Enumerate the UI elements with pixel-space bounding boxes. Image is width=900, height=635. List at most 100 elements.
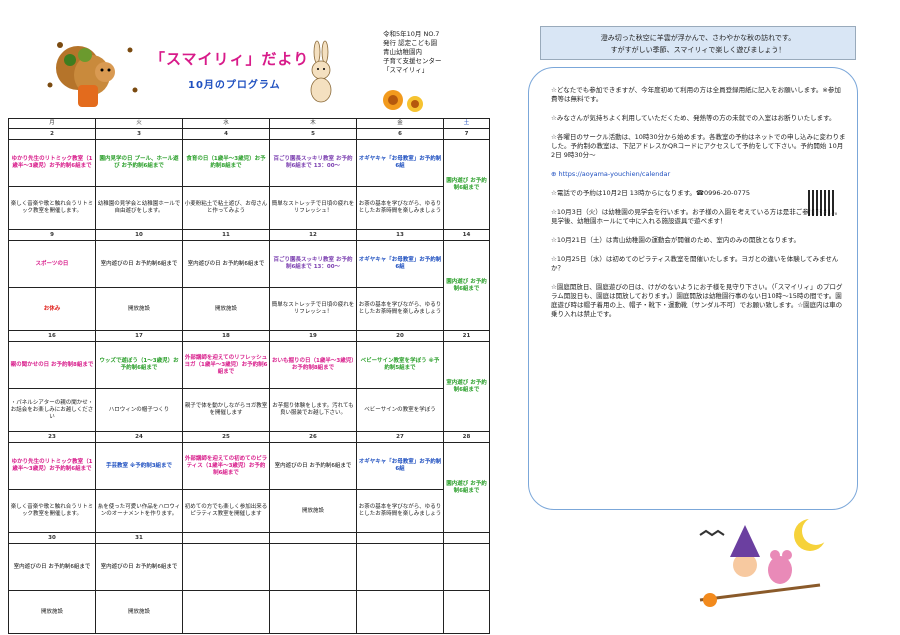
- publisher-line-2: 青山幼稚園内: [383, 48, 422, 56]
- empty-cell: [356, 532, 444, 544]
- event-detail: 親子で体を動かしながらヨガ教室を開催します: [182, 388, 270, 432]
- empty-cell: [182, 590, 270, 634]
- event-detail: 小麦粉粘土で粘土遊び、お母さんと作ってみよう: [182, 186, 270, 230]
- event-detail: 開放施設: [182, 287, 270, 331]
- event-title: オギヤキャ「お母教室」お予約制6組: [358, 257, 442, 270]
- empty-cell: [443, 590, 490, 634]
- page-title: 「スマイリィ」だより: [150, 50, 310, 68]
- notice-item: ☆10月3日（火）は幼稚園の見学会を行います。お子様の入園を考えている方は是非ご…: [551, 208, 842, 225]
- event-cell: 手芸教室 ※予約制3組まで: [95, 442, 183, 490]
- publisher-line-4: 「スマイリィ」: [383, 66, 429, 74]
- date-number: 12: [269, 229, 357, 241]
- event-cell: ウッズで遊ぼう（1〜3歳児）お予約制6組まで: [95, 341, 183, 389]
- notice-item: ☆みなさんが気持ちよく利用していただくため、発熱等の方の未就での入室はお断りいた…: [551, 114, 836, 122]
- rabbit-illustration: [310, 40, 332, 103]
- publisher-line-3: 子育て支援センター: [383, 57, 442, 65]
- page-subtitle: 10月のプログラム: [188, 80, 281, 91]
- date-number: 2: [8, 128, 96, 140]
- date-number: 11: [182, 229, 270, 241]
- date-number: 9: [8, 229, 96, 241]
- weekday-header: 金: [356, 118, 444, 129]
- event-cell: 室内遊び お予約制6組まで: [443, 341, 490, 432]
- notice-item: ☆各曜日のサークル活動は、10時30分から始めます。各教室の予約はネットでの申し…: [551, 133, 846, 159]
- event-title: 園内見学の日 プール、ホール遊び お予約制6組まで: [99, 156, 179, 169]
- event-title: 外部講師を迎えてのリフレッシュヨガ（1歳半〜3歳児）お予約制6組まで: [184, 354, 268, 375]
- notice-item: ☆10月21日（土）は青山幼稚園の運動会が開催のため、室内のみの開放となります。: [551, 236, 801, 244]
- event-title: オギヤキャ「お母教室」お予約制6組: [358, 156, 442, 169]
- empty-cell: [443, 532, 490, 544]
- event-title: ゆかり先生のリトミック教室（1歳半〜3歳児）お予約制6組まで: [11, 156, 93, 169]
- weekday-header: 火: [95, 118, 183, 129]
- empty-cell: [269, 532, 357, 544]
- event-title: スポーツの日: [35, 260, 69, 267]
- notices-panel: ☆どなたでも参加できますが、今年度初めて利用の方は全員登録用紙に記入をお願いしま…: [528, 67, 858, 510]
- event-detail: 開放施設: [95, 287, 183, 331]
- date-number: 5: [269, 128, 357, 140]
- event-title: ゆかり先生のリトミック教室（1歳半〜3歳児）お予約制6組まで: [11, 459, 93, 472]
- event-cell: 外部講師を迎えての初めてのピラティス（1歳半〜3歳児）お予約制6組まで: [182, 442, 270, 490]
- event-cell: 百ごり園長スッキリ教室 お予約制6組まで 13：00〜: [269, 240, 357, 288]
- event-cell: 園内遊び お予約制6組まで: [443, 442, 490, 533]
- date-number: 31: [95, 532, 183, 544]
- greeting-line-1: 澄み切った秋空に羊雲が浮かんで、さわやかな秋の訪れです。: [600, 34, 796, 42]
- event-detail: 簡単なストレッチで日頃の疲れをリフレッシュ！: [269, 287, 357, 331]
- event-title: オギヤキャ「お母教室」お予約制6組: [358, 459, 442, 472]
- date-number: 14: [443, 229, 490, 241]
- event-title: 外部講師を迎えての初めてのピラティス（1歳半〜3歳児）お予約制6組まで: [184, 455, 268, 476]
- event-detail: 初めての方でも楽しく参加出来るピラティス教室を開催します: [182, 489, 270, 533]
- publisher-line-1: 発行 認定こども園: [383, 39, 438, 47]
- event-cell: おいも掘りの日（1歳半〜3歳児）お予約制8組まで: [269, 341, 357, 389]
- event-title: 室内遊びの日 お予約制6組まで: [13, 563, 91, 570]
- event-cell: オギヤキャ「お母教室」お予約制6組: [356, 442, 444, 490]
- event-detail: 簡単なストレッチで日頃の疲れをリフレッシュ！: [269, 186, 357, 230]
- greeting-line-2: すがすがしい季節、スマイリィで楽しく遊びましょう！: [610, 46, 786, 54]
- event-title: 室内遊びの日 お予約制6組まで: [187, 260, 265, 267]
- reservation-link[interactable]: ⊕ https://aoyama-youchien/calendar: [551, 170, 671, 178]
- issue-info: 令和5年10月 NO.7 発行 認定こども園 青山幼稚園内 子育て支援センター …: [383, 30, 483, 75]
- notice-item: ☆どなたでも参加できますが、今年度初めて利用の方は全員登録用紙に記入をお願いしま…: [551, 86, 841, 103]
- empty-cell: [269, 543, 357, 591]
- empty-cell: [182, 532, 270, 544]
- date-number: 21: [443, 330, 490, 342]
- event-cell: 園内遊び お予約制6組まで: [443, 240, 490, 331]
- event-title: 室内遊びの日 お予約制6組まで: [100, 260, 178, 267]
- event-cell: 園内見学の日 プール、ホール遊び お予約制6組まで: [95, 139, 183, 187]
- event-title: 園内遊び お予約制6組まで: [446, 480, 487, 494]
- event-cell: 室内遊びの日 お予約制6組まで: [95, 543, 183, 591]
- date-number: 18: [182, 330, 270, 342]
- event-detail: お休み: [8, 287, 96, 331]
- event-detail: 開放施設: [95, 590, 183, 634]
- date-number: 10: [95, 229, 183, 241]
- weekday-header: 木: [269, 118, 357, 129]
- notice-item: ☆10月25日（水）は初めてのピラティス教室を開催いたします。ヨガとの違いを体験…: [551, 255, 839, 272]
- date-number: 6: [356, 128, 444, 140]
- notice-item: ☆電話での予約は10月2日 13時からになります。☎0996-20-0775: [551, 189, 751, 197]
- qr-code[interactable]: [808, 190, 834, 216]
- event-cell: 親の聞かせの日 お予約制8組まで: [8, 341, 96, 389]
- event-cell: ベビーサイン教室を学ぼう ※予約制5組まで: [356, 341, 444, 389]
- event-title: 園内遊び お予約制6組まで: [446, 177, 487, 191]
- event-cell: オギヤキャ「お母教室」お予約制6組: [356, 139, 444, 187]
- date-number: 13: [356, 229, 444, 241]
- empty-cell: [443, 543, 490, 591]
- date-number: 4: [182, 128, 270, 140]
- event-cell: 外部講師を迎えてのリフレッシュヨガ（1歳半〜3歳児）お予約制6組まで: [182, 341, 270, 389]
- title-area: 「スマイリィ」だより 10月のプログラム: [40, 30, 340, 115]
- date-number: 27: [356, 431, 444, 443]
- event-cell: ゆかり先生のリトミック教室（1歳半〜3歳児）お予約制6組まで: [8, 139, 96, 187]
- event-title: ベビーサイン教室を学ぼう ※予約制5組まで: [360, 358, 440, 371]
- notice-item: ☆園庭開放日、園庭遊びの日は、けがのないようにお子様を見守り下さい。（「スマイリ…: [551, 283, 843, 318]
- event-title: おいも掘りの日（1歳半〜3歳児）お予約制8組まで: [272, 358, 354, 371]
- event-cell: 食育の日（1歳半〜3歳児）お予約制8組まで: [182, 139, 270, 187]
- empty-cell: [269, 590, 357, 634]
- event-title: 手芸教室 ※予約制3組まで: [105, 462, 173, 469]
- event-cell: 室内遊びの日 お予約制6組まで: [8, 543, 96, 591]
- weekday-header: 土: [443, 118, 490, 129]
- event-title: 食育の日（1歳半〜3歳児）お予約制8組まで: [186, 156, 266, 169]
- date-number: 3: [95, 128, 183, 140]
- event-cell: 百ごり園長スッキリ教室 お予約制6組まで 13：00〜: [269, 139, 357, 187]
- date-number: 25: [182, 431, 270, 443]
- date-number: 19: [269, 330, 357, 342]
- flower-illustration: [383, 90, 423, 112]
